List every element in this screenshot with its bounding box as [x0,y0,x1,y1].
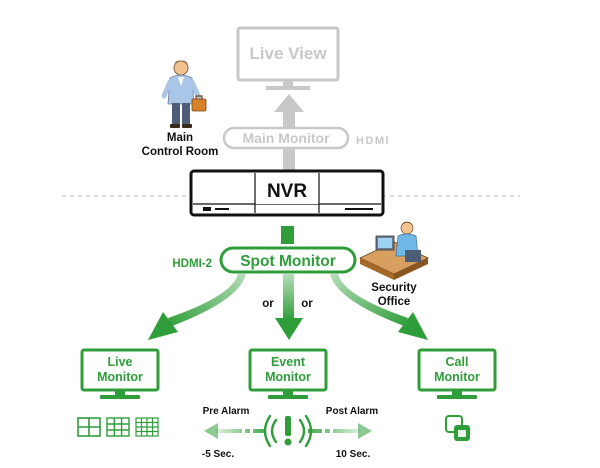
security-label-line1: Security [371,282,417,294]
live-view-label: Live View [249,44,327,63]
hdmi-2-label: HDMI-2 [172,258,212,270]
call-monitor-label-line2: Monitor [434,370,480,384]
security-label-line2: Office [378,296,411,308]
main-monitor-label: Main Monitor [242,130,330,146]
live-view-monitor: Live View [236,26,340,90]
post-alarm-label: Post Alarm [326,406,379,417]
nvr-device: NVR [189,169,385,217]
businessman-icon [161,60,207,128]
event-monitor-label-line2: Monitor [265,370,311,384]
nvr-label: NVR [267,181,307,202]
left-branch-arrow-icon [148,274,246,340]
minus-seconds-label: -5 Sec. [202,449,234,460]
spot-monitor-label: Spot Monitor [240,253,336,270]
center-branch-arrow-icon [275,274,303,340]
up-arrow-icon [274,94,304,170]
pre-alarm-arrow-icon [204,423,266,439]
right-branch-arrow-icon [330,274,428,340]
control-room-label-line1: Main [167,132,193,144]
or-label-left: or [262,298,274,310]
event-monitor-label-line1: Event [271,355,306,369]
security-guard-desk-icon [359,221,429,280]
hdmi-logo-icon: HDMI [356,135,390,147]
spot-monitor-pill: Spot Monitor [219,246,357,274]
call-monitor: Call Monitor [417,348,497,399]
event-monitor: Event Monitor [248,348,328,399]
live-monitor: Live Monitor [80,348,160,399]
call-monitor-icon [445,415,470,441]
split-4-icon [77,417,101,437]
control-room-label-line2: Control Room [142,146,219,158]
plus-seconds-label: 10 Sec. [336,449,371,460]
alarm-signal-icon [263,414,313,448]
main-monitor-pill: Main Monitor [222,126,350,150]
live-monitor-label-line2: Monitor [97,370,143,384]
split-16-icon [135,417,159,437]
live-monitor-label-line1: Live [107,355,132,369]
pre-alarm-label: Pre Alarm [203,406,250,417]
or-label-right: or [301,298,313,310]
post-alarm-arrow-icon [308,423,372,439]
nvr-spot-connector [281,226,294,244]
call-monitor-label-line1: Call [446,355,469,369]
split-9-icon [106,417,130,437]
